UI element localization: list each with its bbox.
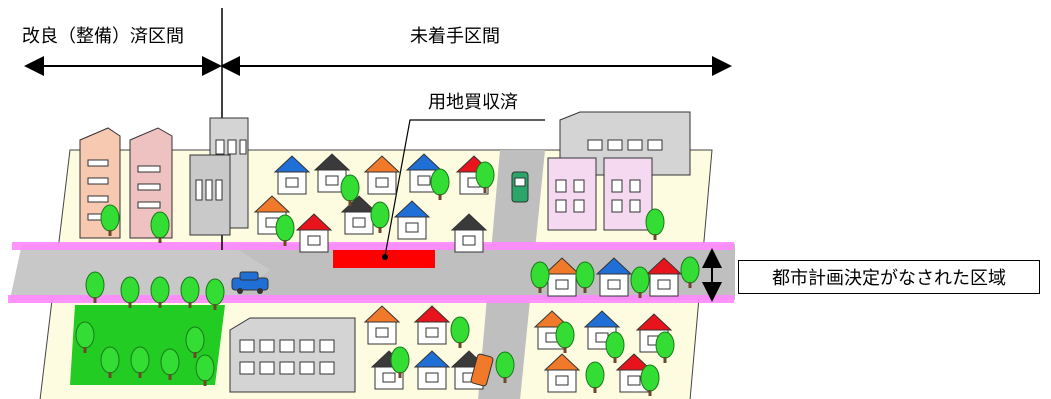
tree — [555, 321, 575, 353]
house — [363, 155, 401, 195]
school-building — [229, 317, 356, 393]
tree — [575, 261, 595, 293]
apartment-pink-2 — [129, 127, 173, 239]
tree — [340, 174, 360, 206]
tree — [450, 316, 470, 348]
tree — [160, 348, 180, 380]
planned-zone-label: 都市計画決定がなされた区域 — [738, 260, 1040, 294]
house — [450, 213, 488, 253]
tree — [370, 201, 390, 233]
house — [273, 155, 311, 195]
house — [595, 257, 633, 297]
house — [313, 153, 351, 193]
house — [645, 257, 683, 297]
house — [363, 305, 401, 345]
tree — [205, 278, 225, 310]
tree — [630, 266, 650, 298]
tree — [640, 364, 660, 396]
tree — [85, 271, 105, 303]
tree — [185, 326, 205, 358]
side-road — [478, 150, 545, 399]
tree — [530, 261, 550, 293]
tree — [475, 161, 495, 193]
tree — [195, 354, 215, 386]
apartment-pink-right-2 — [603, 157, 653, 231]
tree — [495, 351, 515, 383]
tree — [120, 276, 140, 308]
apartment-pink-right-1 — [547, 157, 597, 231]
tree — [180, 276, 200, 308]
road-left-slope — [10, 244, 270, 300]
office-gray-front — [189, 154, 231, 236]
tree — [100, 204, 120, 236]
house — [295, 213, 333, 253]
tree — [130, 346, 150, 378]
house — [413, 350, 451, 390]
house — [543, 353, 581, 393]
houses-group — [253, 153, 683, 393]
planning-band-upper — [12, 242, 734, 250]
tree — [680, 256, 700, 288]
planning-band-lower — [8, 295, 734, 303]
acquired-leader-line — [384, 119, 545, 257]
tree — [150, 276, 170, 308]
tree — [655, 331, 675, 363]
tree — [605, 331, 625, 363]
house — [583, 310, 621, 350]
house — [340, 195, 378, 235]
trees-group — [75, 161, 700, 396]
improved-section-label: 改良（整備）済区間 — [22, 26, 184, 47]
orange-car — [470, 353, 494, 387]
house — [543, 257, 581, 297]
tree — [75, 321, 95, 353]
land-acquired-label: 用地買収済 — [428, 92, 518, 113]
unstarted-section-label: 未着手区間 — [410, 26, 500, 47]
tree — [585, 361, 605, 393]
green-car — [511, 171, 529, 203]
blue-car — [231, 271, 269, 294]
tree — [100, 346, 120, 378]
tree — [390, 346, 410, 378]
house — [393, 200, 431, 240]
tree — [275, 214, 295, 246]
tree — [645, 208, 665, 240]
tree — [150, 211, 170, 243]
tree — [430, 168, 450, 200]
house — [413, 305, 451, 345]
acquired-point — [382, 254, 388, 260]
house — [253, 195, 291, 235]
